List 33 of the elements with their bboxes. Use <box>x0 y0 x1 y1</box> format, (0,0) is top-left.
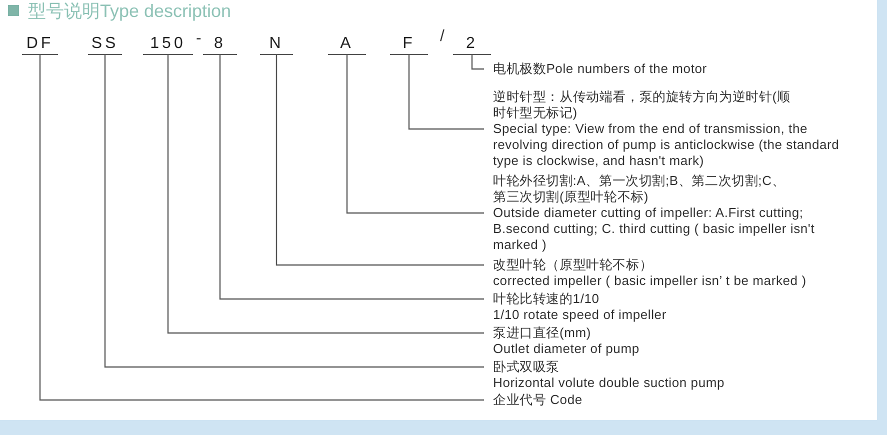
code-segment: DF <box>22 33 58 55</box>
description-text: 叶轮比转速的1/10 <box>493 291 600 307</box>
description-text: Outlet diameter of pump <box>493 341 640 357</box>
description-text: 叶轮外径切割:A、第一次切割;B、第二次切割;C、第三次切割(原型叶轮不标) <box>493 173 786 205</box>
code-segment: 2 <box>453 33 491 55</box>
code-segment: SS <box>88 33 122 55</box>
description-text: Special type: View from the end of transmission, the revolving direction of pump is anticlockwise (the standard type is clockwise, and hasn't mark) <box>493 121 840 169</box>
description-text: 企业代号 Code <box>493 392 584 408</box>
code-segment: N <box>260 33 293 55</box>
leader-line <box>408 55 484 130</box>
description-text: corrected impeller ( basic impeller isn’ t be marked ) <box>493 273 808 289</box>
separator-mark: - <box>196 30 202 48</box>
separator-mark: / <box>440 28 444 46</box>
description-text: 电机极数Pole numbers of the motor <box>493 61 708 77</box>
description-text: Outside diameter cutting of impeller: A.First cutting; B.second cutting; C. third cutting ( basic impeller isn't marked ) <box>493 205 816 253</box>
leader-line <box>104 55 484 368</box>
description-text: 泵进口直径(mm) <box>493 325 592 341</box>
description-text: 改型叶轮（原型叶轮不标） <box>493 257 654 273</box>
title: 型号说明Type description <box>28 0 232 22</box>
leader-line <box>39 55 484 401</box>
description-text: 卧式双吸泵 <box>493 359 560 375</box>
leader-line <box>167 55 484 334</box>
leader-line <box>276 55 484 266</box>
code-segment: F <box>390 33 428 55</box>
leader-line <box>471 55 484 70</box>
leader-line <box>219 55 484 300</box>
description-text: 逆时针型：从传动端看，泵的旋转方向为逆时针(顺时针型无标记) <box>493 89 792 121</box>
code-segment: 8 <box>203 33 237 55</box>
code-segment: 150 <box>143 33 193 55</box>
description-text: 1/10 rotate speed of impeller <box>493 307 668 323</box>
description-text: Horizontal volute double suction pump <box>493 375 726 391</box>
code-segment: A <box>328 33 366 55</box>
leader-line <box>346 55 484 214</box>
